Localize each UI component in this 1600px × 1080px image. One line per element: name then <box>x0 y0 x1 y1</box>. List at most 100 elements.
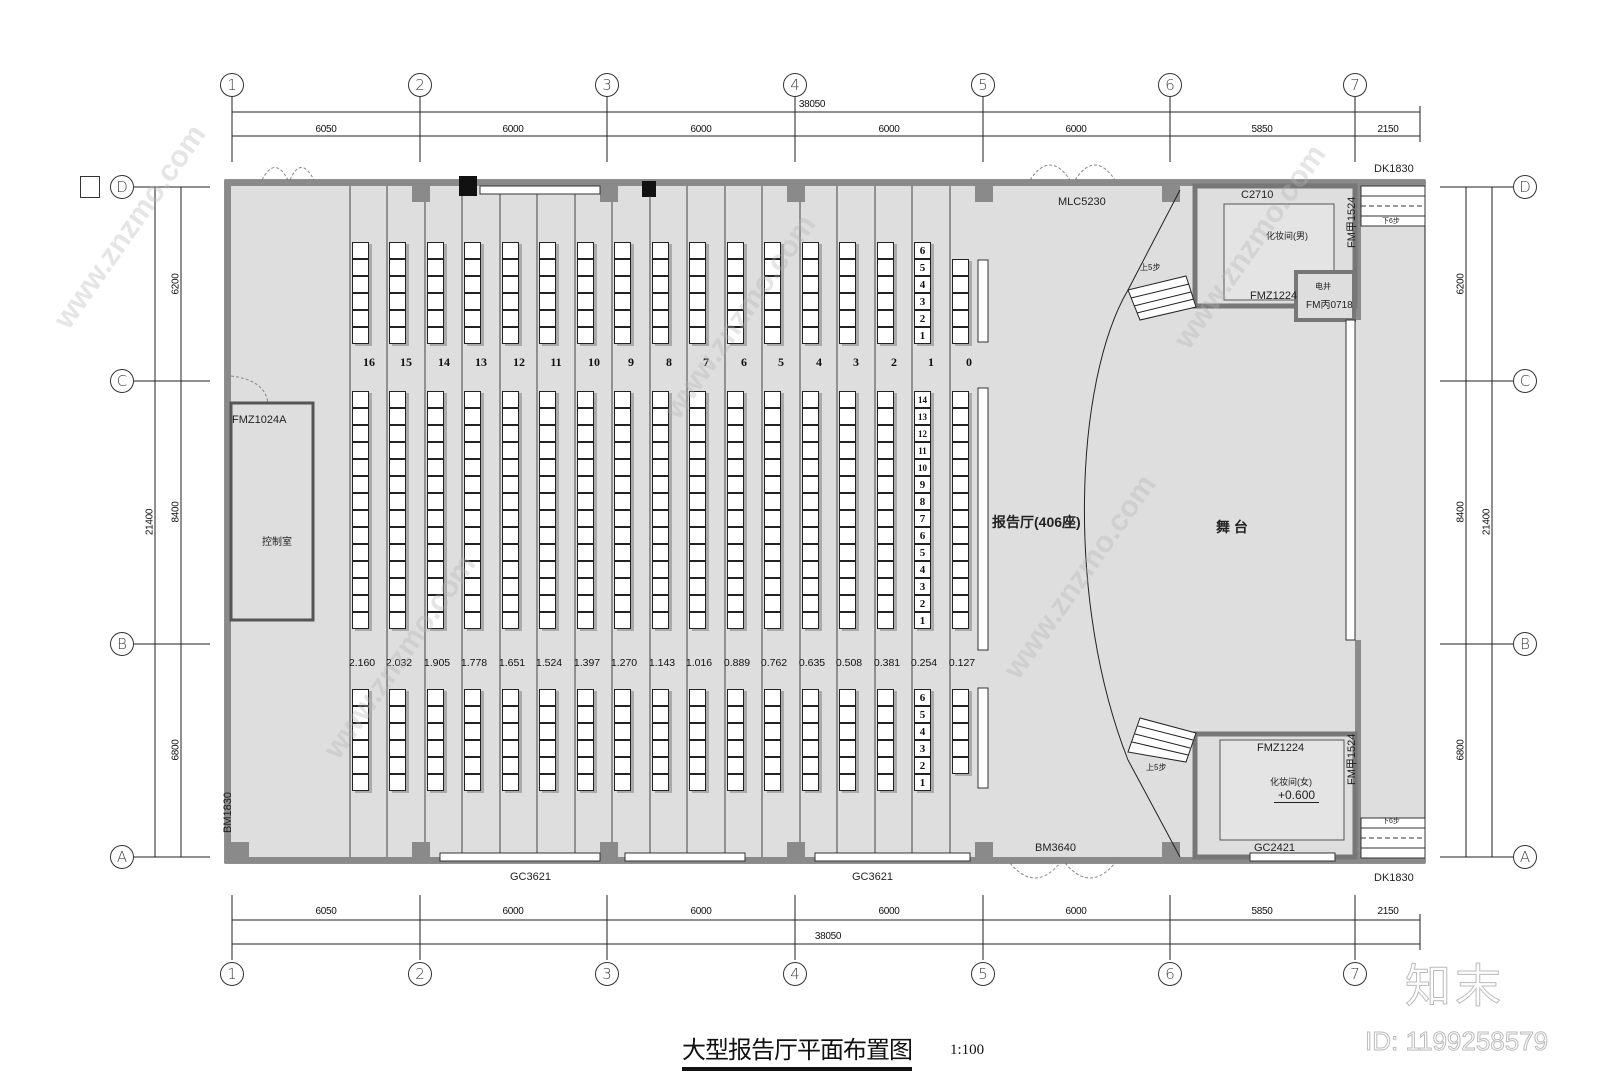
row-number: 5 <box>778 355 784 369</box>
seat <box>577 459 594 476</box>
door-label-mlc5230: MLC5230 <box>1058 196 1106 208</box>
seat <box>614 510 631 527</box>
window-label-gc3621-1: GC3621 <box>510 871 551 883</box>
seat <box>764 459 781 476</box>
seat <box>389 408 406 425</box>
seat <box>352 442 369 459</box>
seat <box>427 327 444 344</box>
seat <box>952 293 969 310</box>
stair-down-label-top: 下6步 <box>1382 218 1400 225</box>
seat <box>727 723 744 740</box>
seat <box>877 425 894 442</box>
seat <box>689 327 706 344</box>
seat <box>427 242 444 259</box>
seat <box>614 493 631 510</box>
seat <box>539 493 556 510</box>
row-number: 4 <box>816 355 822 369</box>
seat-number: 8 <box>914 493 931 510</box>
seat <box>464 689 481 706</box>
seat <box>614 310 631 327</box>
seat <box>839 476 856 493</box>
seat-number: 9 <box>914 476 931 493</box>
seat <box>802 242 819 259</box>
seat <box>539 740 556 757</box>
seat <box>952 327 969 344</box>
seat <box>427 578 444 595</box>
left-dimension-lines <box>134 186 210 858</box>
seat-number: 2 <box>914 595 931 612</box>
seat <box>727 442 744 459</box>
door-label-left: BM1830 <box>222 792 234 833</box>
row-elevation: 1.143 <box>648 657 676 669</box>
seat <box>464 706 481 723</box>
seat <box>689 425 706 442</box>
bottom-windows <box>439 852 1336 862</box>
seat <box>502 476 519 493</box>
seat <box>764 740 781 757</box>
seat <box>502 595 519 612</box>
seat <box>839 544 856 561</box>
seat <box>502 706 519 723</box>
seat <box>502 740 519 757</box>
seat <box>877 595 894 612</box>
axis-3-bottom: 3 <box>595 962 619 986</box>
seat <box>764 561 781 578</box>
seat <box>877 757 894 774</box>
seat <box>352 391 369 408</box>
seat <box>614 595 631 612</box>
seat <box>427 310 444 327</box>
seat <box>764 493 781 510</box>
seat <box>802 510 819 527</box>
seat <box>577 723 594 740</box>
seat <box>689 612 706 629</box>
seat <box>952 689 969 706</box>
seat <box>427 612 444 629</box>
seat <box>727 276 744 293</box>
row-elevation: 0.508 <box>835 657 863 669</box>
seat <box>577 276 594 293</box>
seat <box>952 391 969 408</box>
seat <box>502 689 519 706</box>
seat <box>802 561 819 578</box>
top-dim-2: 6000 <box>502 124 524 135</box>
seat <box>389 527 406 544</box>
seat <box>689 493 706 510</box>
seat <box>764 689 781 706</box>
seat <box>614 276 631 293</box>
seat <box>877 561 894 578</box>
seat <box>502 612 519 629</box>
seat <box>502 293 519 310</box>
seat <box>764 327 781 344</box>
seat <box>689 527 706 544</box>
seat <box>727 561 744 578</box>
row-number: 6 <box>741 355 747 369</box>
seat <box>539 408 556 425</box>
hall-label: 报告厅(406座) <box>992 514 1081 530</box>
seat <box>577 740 594 757</box>
top-dim-7: 2150 <box>1377 124 1399 135</box>
seat <box>502 310 519 327</box>
seat <box>614 527 631 544</box>
seat <box>539 544 556 561</box>
seat <box>839 493 856 510</box>
axis-1-bottom: 1 <box>220 962 244 986</box>
seat <box>389 425 406 442</box>
right-total-dimension: 21400 <box>1481 508 1493 536</box>
seat <box>652 310 669 327</box>
seat <box>539 425 556 442</box>
seat <box>652 527 669 544</box>
seat <box>689 561 706 578</box>
seat-number: 6 <box>914 242 931 259</box>
seat <box>389 476 406 493</box>
axis-2-top: 2 <box>408 73 432 97</box>
seat <box>464 527 481 544</box>
seat-number: 3 <box>914 578 931 595</box>
seat <box>539 242 556 259</box>
seat <box>802 774 819 791</box>
door-label-shaft: FM丙0718 <box>1306 300 1353 311</box>
seat <box>764 544 781 561</box>
door-label-female-side: FM甲1524 <box>1346 733 1358 785</box>
seat <box>652 493 669 510</box>
axis-B-left: B <box>110 632 134 656</box>
row-elevation: 2.032 <box>385 657 413 669</box>
